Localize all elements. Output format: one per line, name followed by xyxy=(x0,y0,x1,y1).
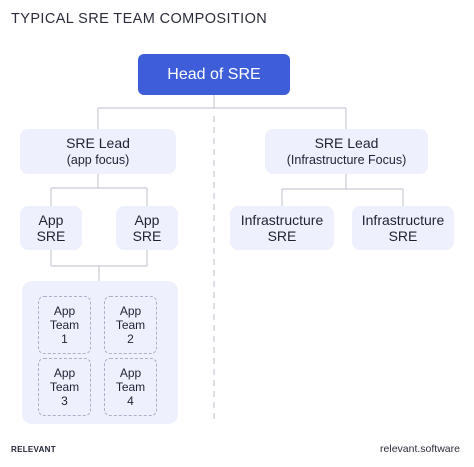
connector-lead-to-infra-sres xyxy=(281,174,404,206)
app-team-3-line1: App xyxy=(53,366,76,380)
sre-lead-app-node: SRE Lead (app focus) xyxy=(20,129,176,174)
sre-lead-app-label: SRE Lead xyxy=(66,134,130,151)
app-sre-node-2: App SRE xyxy=(116,206,178,250)
app-team-4-line1: App xyxy=(119,366,142,380)
brand-logo-text: RELEVANT xyxy=(11,445,56,454)
infra-sre-node-1: Infrastructure SRE xyxy=(230,206,334,250)
app-sre-2-line2: SRE xyxy=(132,228,162,244)
app-team-2-line2: Team xyxy=(115,318,146,332)
app-sre-1-line2: SRE xyxy=(36,228,66,244)
app-team-2-line1: App xyxy=(119,304,142,318)
app-team-1-number: 1 xyxy=(61,332,68,346)
app-team-4: App Team 4 xyxy=(104,358,157,416)
app-team-3-line2: Team xyxy=(49,380,80,394)
app-team-1-line2: Team xyxy=(49,318,80,332)
app-team-3: App Team 3 xyxy=(38,358,91,416)
infra-sre-1-line2: SRE xyxy=(267,228,297,244)
infra-sre-1-line1: Infrastructure xyxy=(240,212,324,228)
connector-app-sres-to-teams xyxy=(50,250,148,281)
sre-lead-infra-focus: (Infrastructure Focus) xyxy=(286,152,407,167)
app-sre-node-1: App SRE xyxy=(20,206,82,250)
app-team-1: App Team 1 xyxy=(38,296,91,354)
sre-lead-infra-label: SRE Lead xyxy=(314,134,379,151)
connector-head-to-leads xyxy=(97,95,347,129)
sre-lead-infra-node: SRE Lead (Infrastructure Focus) xyxy=(265,129,428,174)
head-of-sre-label: Head of SRE xyxy=(167,65,261,83)
app-sre-1-line1: App xyxy=(38,212,64,228)
app-sre-2-line1: App xyxy=(134,212,160,228)
app-team-4-number: 4 xyxy=(127,394,134,408)
sre-lead-app-focus: (app focus) xyxy=(66,152,130,167)
app-team-1-line1: App xyxy=(53,304,76,318)
infra-sre-2-line2: SRE xyxy=(388,228,418,244)
chart-title: TYPICAL SRE TEAM COMPOSITION xyxy=(11,11,268,27)
app-team-4-line2: Team xyxy=(115,380,146,394)
site-url: relevant.software xyxy=(380,443,460,455)
app-team-3-number: 3 xyxy=(61,394,68,408)
connector-lead-to-app-sres xyxy=(50,174,148,206)
head-of-sre-node: Head of SRE xyxy=(138,54,290,95)
app-team-2-number: 2 xyxy=(127,332,134,346)
app-team-2: App Team 2 xyxy=(104,296,157,354)
infra-sre-2-line1: Infrastructure xyxy=(361,212,445,228)
infra-sre-node-2: Infrastructure SRE xyxy=(352,206,454,250)
